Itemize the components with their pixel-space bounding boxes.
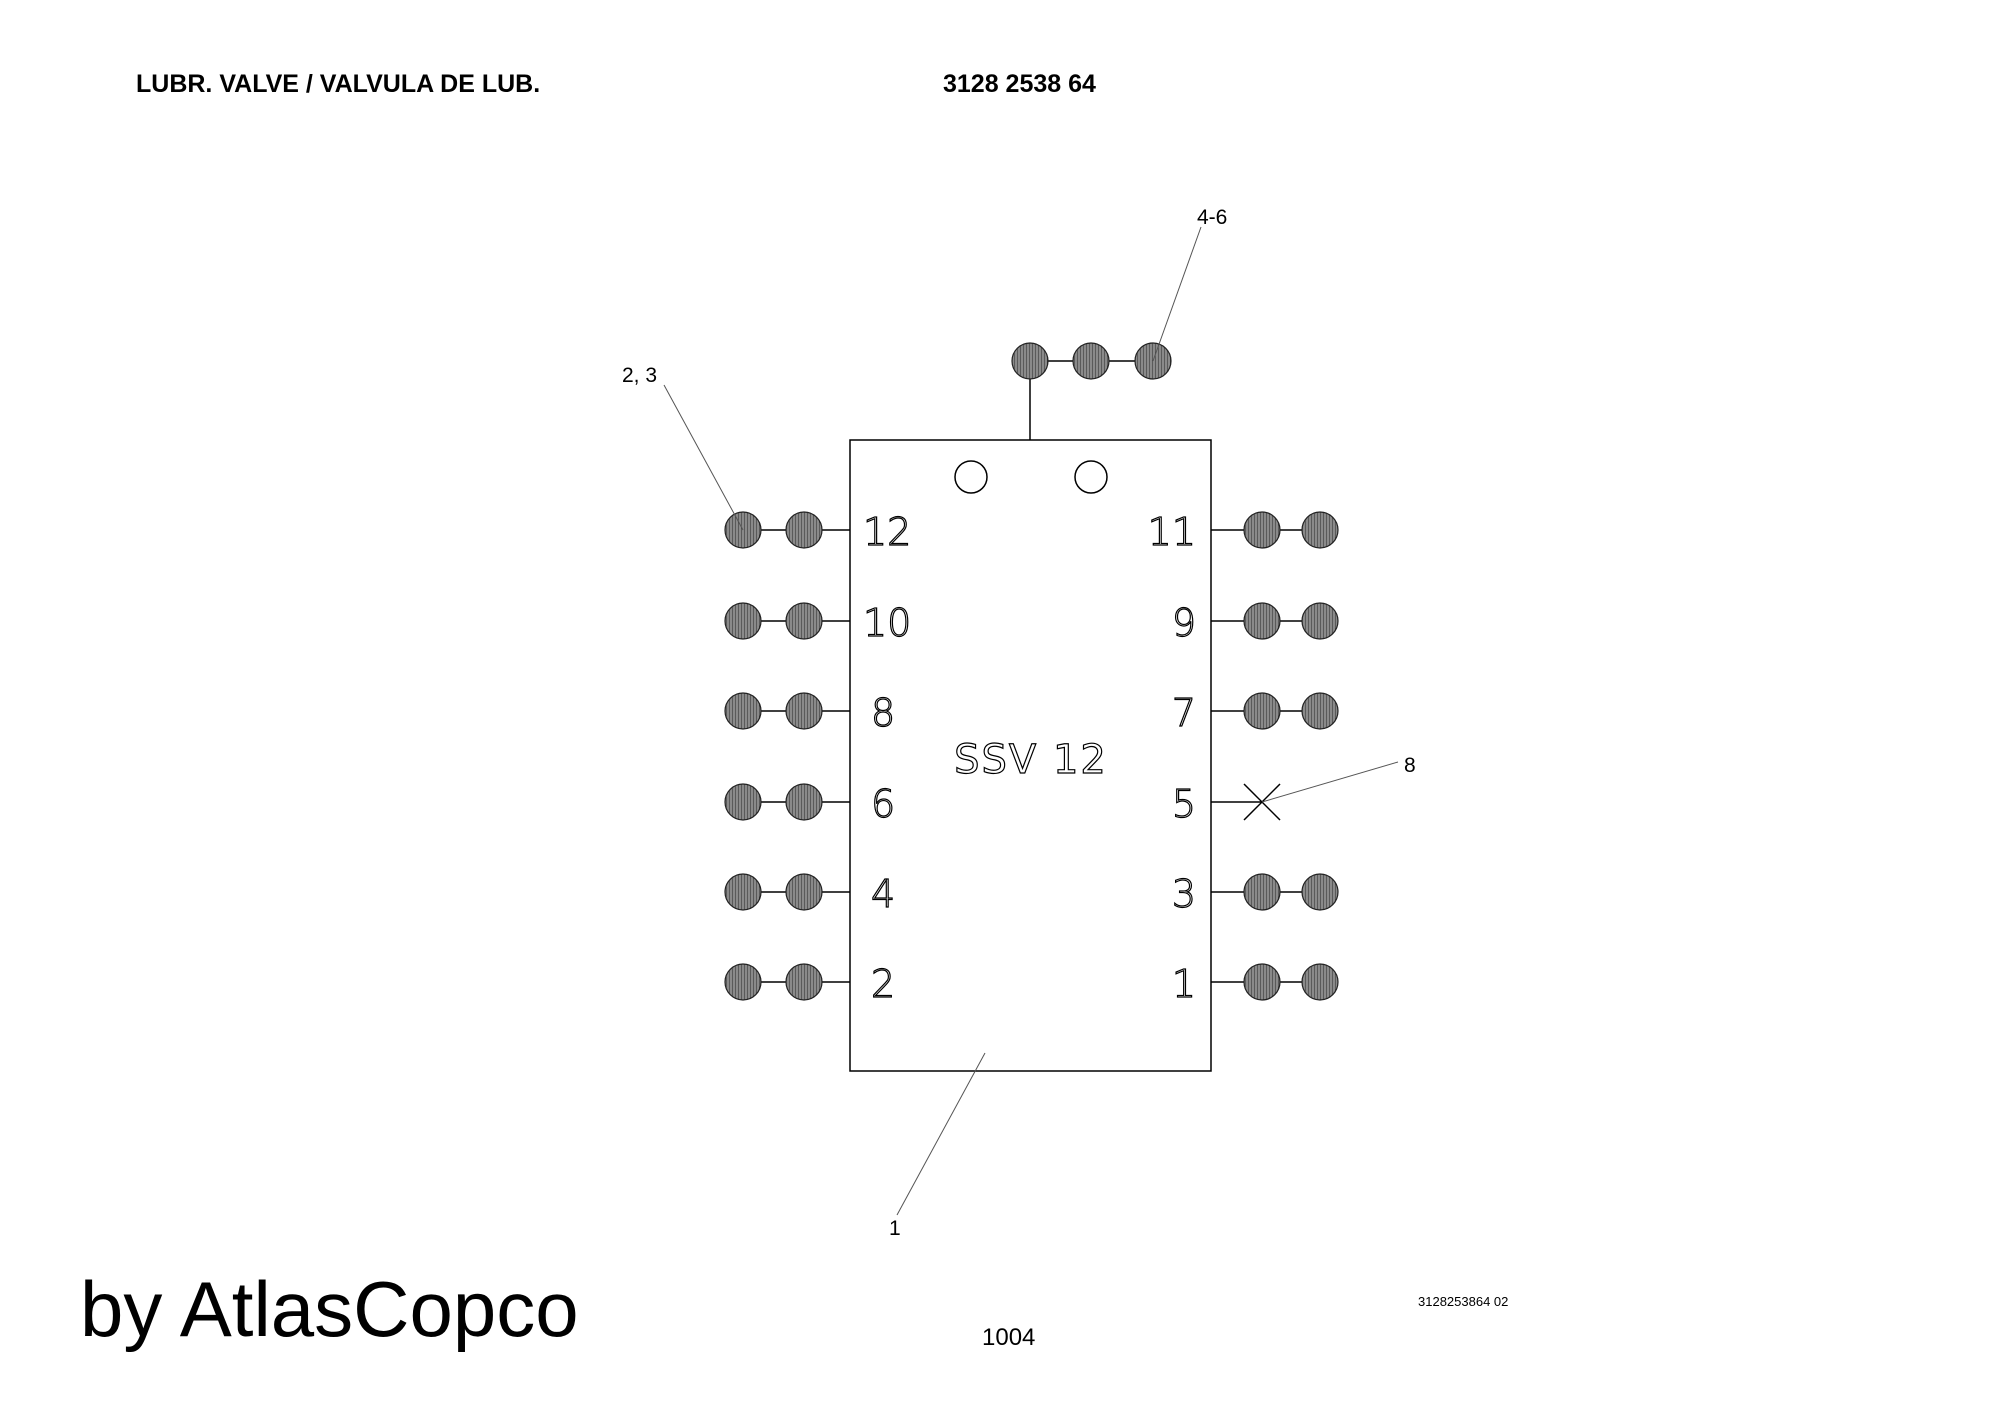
page-number: 1004: [982, 1324, 1036, 1351]
leader-line-bottom: [896, 1052, 986, 1216]
brand-label: by AtlasCopco: [80, 1265, 579, 1353]
left-port-4: 4: [724, 871, 896, 917]
port-number: 6: [871, 782, 895, 826]
left-port-12: 12: [724, 509, 912, 555]
port-number: 4: [871, 872, 895, 916]
port-number: 1: [1172, 962, 1196, 1006]
leader-line-top: [1152, 226, 1202, 362]
right-port-1: 1: [1171, 961, 1339, 1007]
drawing-reference: 3128253864 02: [1418, 1294, 1509, 1309]
mounting-hole-right: [1074, 460, 1108, 494]
left-port-10: 10: [724, 600, 912, 646]
left-port-2: 2: [724, 961, 896, 1007]
right-port-5-plugged: 5: [1171, 781, 1281, 827]
mounting-hole-left: [954, 460, 988, 494]
right-port-11: 11: [1147, 509, 1339, 555]
port-number: 9: [1172, 601, 1196, 645]
part-number: 3128 2538 64: [943, 70, 1096, 98]
port-number: 11: [1148, 510, 1196, 554]
callout-left: 2, 3: [622, 364, 657, 387]
port-number: 12: [863, 510, 911, 554]
model-label: SSV 12: [954, 737, 1108, 783]
port-number: 5: [1172, 782, 1196, 826]
leader-line-left: [663, 384, 744, 531]
port-number: 3: [1172, 872, 1196, 916]
right-port-9: 9: [1171, 600, 1339, 646]
left-port-8: 8: [724, 690, 896, 736]
callout-right: 8: [1404, 754, 1416, 777]
left-port-6: 6: [724, 781, 896, 827]
inlet-fitting: [1011, 342, 1172, 440]
port-number: 10: [863, 601, 911, 645]
callout-top: 4-6: [1197, 206, 1227, 229]
port-number: 7: [1172, 691, 1196, 735]
document-title: LUBR. VALVE / VALVULA DE LUB.: [136, 70, 541, 98]
port-number: 2: [871, 962, 895, 1006]
right-port-3: 3: [1171, 871, 1339, 917]
leader-line-right: [1261, 761, 1399, 803]
port-number: 8: [871, 691, 895, 735]
callout-bottom: 1: [889, 1217, 901, 1240]
right-port-7: 7: [1171, 690, 1339, 736]
